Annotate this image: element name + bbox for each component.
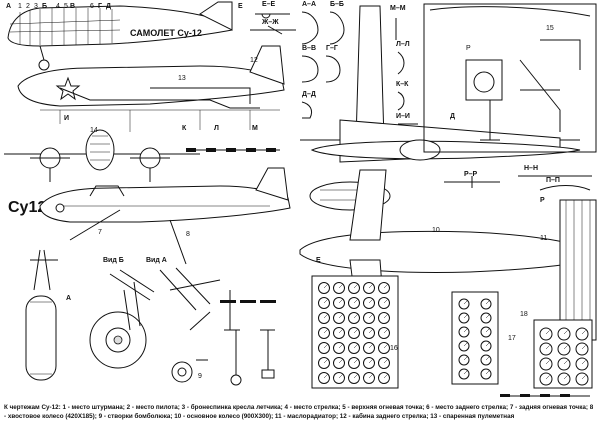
letter-d: Д — [106, 3, 111, 10]
su12-logo: Су12 — [8, 199, 46, 216]
section-n-n: Н–Н — [524, 165, 538, 172]
pilot-panel: 17 — [451, 291, 516, 385]
section-l-l: Л–Л — [396, 41, 410, 48]
section-r-r: Р–Р — [464, 171, 478, 178]
view-b-label: Вид Б — [103, 257, 124, 264]
navigator-panel: 16 — [311, 275, 399, 389]
scale-letter-r: Р — [540, 197, 545, 204]
callout-4: 4 — [56, 3, 60, 10]
section-p-p: П–П — [546, 177, 560, 184]
gunner-panel: 18 — [520, 311, 593, 389]
section-e-e-zh-zh: Е–Е Ж–Ж — [250, 1, 296, 35]
letter-b: Б — [42, 3, 47, 10]
callout-3: 3 — [34, 3, 38, 10]
callout-14: 14 — [90, 127, 98, 134]
callout-17: 17 — [508, 335, 516, 342]
callout-15: 15 — [546, 25, 554, 32]
aircraft-title: САМОЛЕТ Су-12 — [130, 28, 202, 38]
callout-12-profile: 12 — [250, 57, 258, 64]
section-k-k: К–К — [396, 81, 409, 88]
callout-6: 6 — [90, 3, 94, 10]
side-cutaway-view: А 1 2 3 Б 4 5 В 6 Г Д Е САМОЛЕТ Су-12 — [6, 1, 243, 71]
fuselage-letter-i: И — [64, 115, 69, 122]
front-view: 14 — [4, 127, 280, 182]
drawing-caption: К чертежам Су-12: 1 - место штурмана; 2 … — [4, 404, 594, 420]
callout-2: 2 — [26, 3, 30, 10]
top-plan-view: Д Р Е 10 11 — [299, 5, 581, 341]
callout-10: 10 — [432, 227, 440, 234]
letter-d-plan: Д — [450, 113, 455, 120]
letter-e: Е — [238, 3, 243, 10]
landing-gear-details: А 7 Вид Б Вид А 8 9 — [25, 209, 276, 386]
panel-label-r: Р — [466, 45, 471, 52]
section-profiles: А–А Б–Б М–М В–В Г–Г Л–Л Д–Д К–К И–И — [301, 1, 418, 125]
section-m-m: М–М — [390, 5, 406, 12]
callout-18: 18 — [520, 311, 528, 318]
section-e-e: Е–Е — [262, 1, 276, 8]
section-b-b: Б–Б — [330, 1, 344, 8]
callout-5: 5 — [64, 3, 68, 10]
callout-16: 16 — [390, 345, 398, 352]
letter-g: Г — [98, 3, 102, 10]
view-a-label: Вид А — [146, 257, 167, 264]
callout-9: 9 — [198, 373, 202, 380]
side-profile-view: 13 12 И К Л М — [17, 45, 285, 132]
fuselage-letter-k: К — [182, 125, 187, 132]
gear-letter-a: А — [66, 295, 71, 302]
section-g-g: Г–Г — [326, 45, 338, 52]
section-a-a: А–А — [302, 1, 316, 8]
section-v-v: В–В — [302, 45, 316, 52]
letter-v: В — [70, 3, 75, 10]
fin-detail — [559, 199, 597, 341]
cockpit-interior: Р 15 Н–Н П–П Р–Р — [423, 3, 597, 191]
callout-13-profile: 13 — [178, 75, 186, 82]
callout-1: 1 — [18, 3, 22, 10]
callout-11: 11 — [540, 235, 547, 242]
callout-8: 8 — [186, 231, 190, 238]
section-d-d: Д–Д — [302, 91, 316, 98]
lower-side-view: Су12 — [8, 167, 291, 223]
section-i-i: И–И — [396, 113, 410, 120]
letter-e-plan: Е — [316, 257, 321, 264]
fuselage-letter-l: Л — [214, 125, 219, 132]
letter-a: А — [6, 3, 11, 10]
fuselage-letter-m: М — [252, 125, 258, 132]
callout-7: 7 — [98, 229, 102, 236]
section-zh-zh: Ж–Ж — [261, 19, 279, 26]
